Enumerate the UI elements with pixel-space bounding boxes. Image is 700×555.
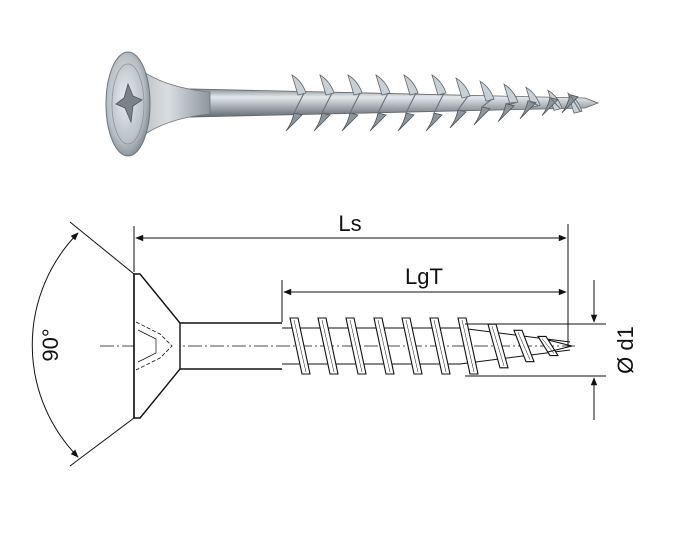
- drawing-tip: [547, 339, 573, 353]
- drawing-thread-turn: [429, 317, 451, 375]
- photo-thread-turn: [313, 74, 335, 132]
- photo-thread-turn: [341, 74, 363, 132]
- photo-thread-turn: [541, 89, 563, 116]
- photo-thread-turn: [425, 74, 447, 132]
- label-thread-diameter: Ø d1: [613, 326, 638, 374]
- drawing-thread-turn: [513, 329, 535, 363]
- dimension-head-angle: [31, 221, 135, 467]
- drawing-head: [133, 273, 181, 419]
- photo-thread-turn: [397, 74, 419, 132]
- drawing-threads: [289, 317, 559, 375]
- photo-thread-turn: [497, 83, 519, 123]
- label-thread-length: LgT: [405, 264, 443, 289]
- photo-thread-turn: [369, 74, 391, 132]
- screw-photo: [105, 51, 600, 157]
- photo-thread-turn: [519, 86, 541, 119]
- photo-thread-turn: [449, 77, 471, 129]
- dimension-d1: [465, 280, 606, 420]
- drawing-shank: [180, 322, 282, 370]
- label-head-angle: 90°: [38, 328, 63, 361]
- drawing-thread-turn: [373, 317, 395, 375]
- drawing-thread-turn: [289, 317, 311, 375]
- drawing-thread-turn: [345, 317, 367, 375]
- dimension-ls: [133, 224, 569, 346]
- screw-photo-threads: [285, 74, 583, 132]
- drawing-thread-turn: [401, 317, 423, 375]
- torx-recess-icon: [115, 82, 143, 124]
- photo-thread-turn: [285, 74, 307, 132]
- photo-thread-turn: [473, 80, 495, 126]
- angle-arc: [31, 232, 79, 458]
- photo-thread-turn: [561, 92, 583, 114]
- drawing-thread-turn: [317, 317, 339, 375]
- dimension-lgt: [281, 280, 567, 322]
- drawing-thread-turn: [457, 317, 479, 375]
- drawing-recess: [135, 321, 173, 371]
- label-overall-length: Ls: [338, 211, 361, 236]
- technical-drawing: [100, 273, 575, 419]
